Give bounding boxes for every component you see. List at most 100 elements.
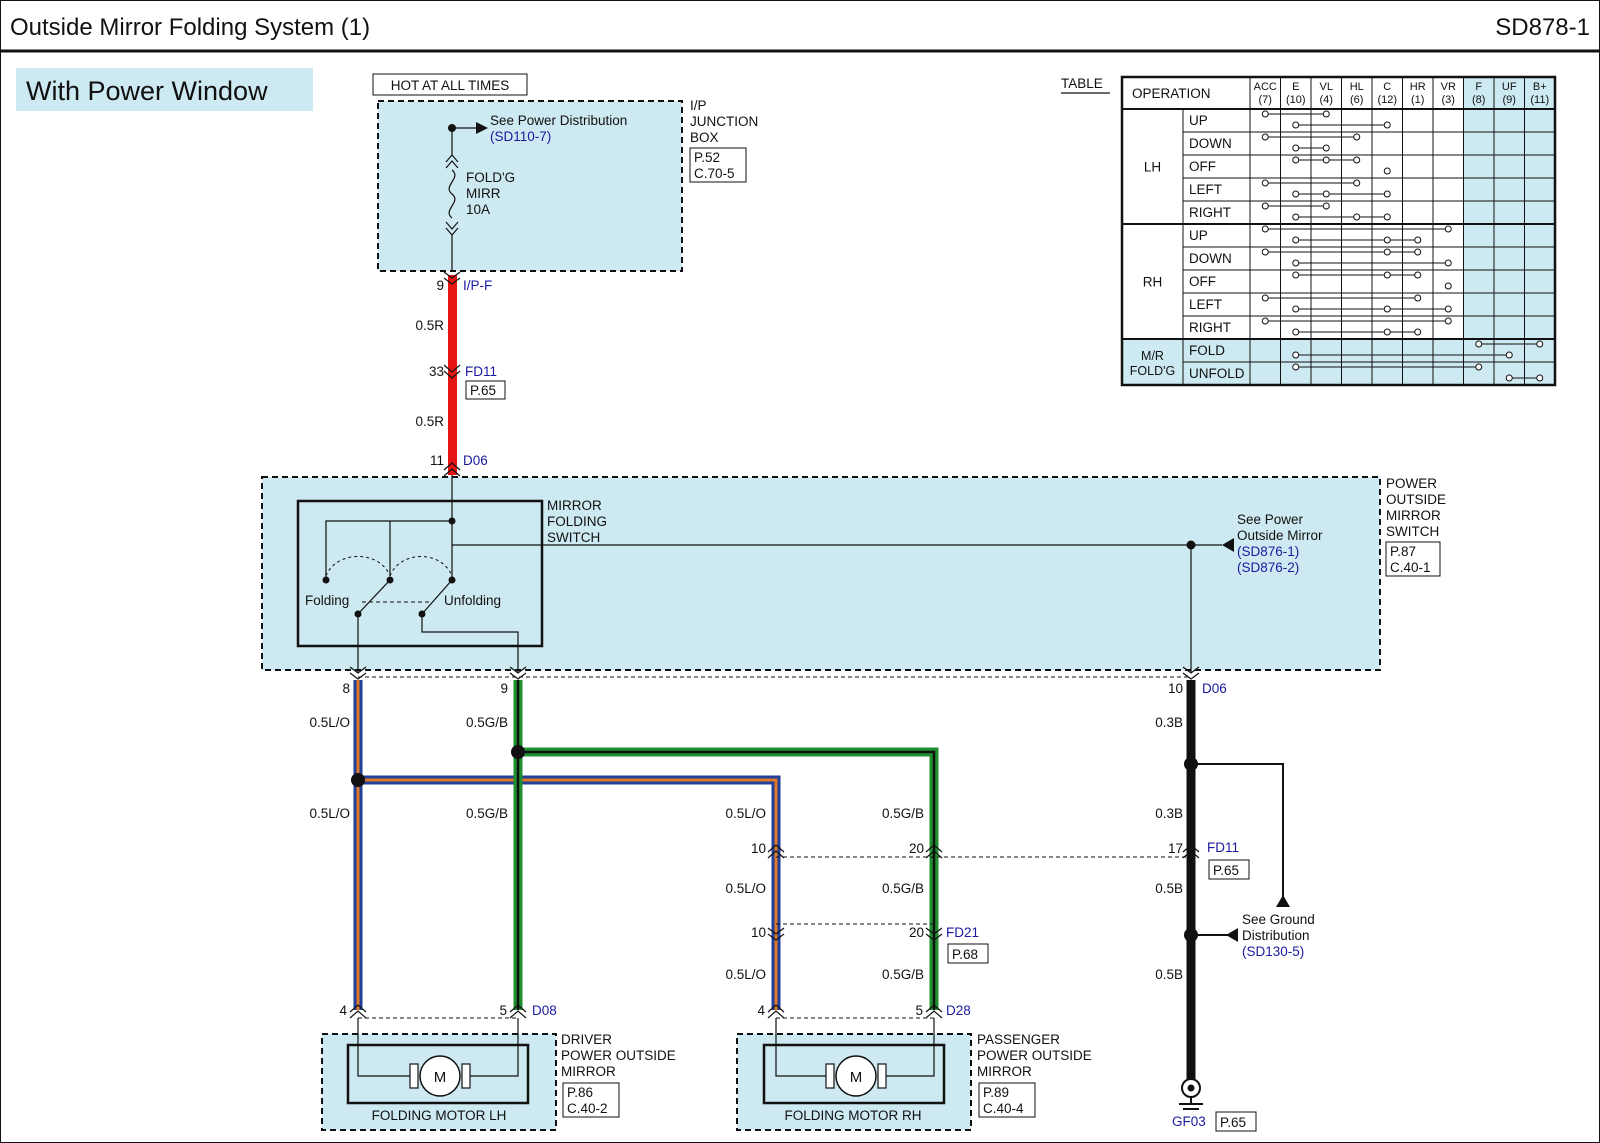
connection-node xyxy=(1353,156,1361,164)
group-name: LH xyxy=(1144,160,1161,175)
folding-position-label: Folding xyxy=(305,593,349,608)
ground-icon xyxy=(1179,1078,1203,1110)
table-row-label: OFF xyxy=(1189,274,1216,289)
column-pin: (7) xyxy=(1259,94,1272,106)
connection-node xyxy=(1414,248,1422,256)
connection-node xyxy=(1292,305,1300,313)
wire-spec: 0.5G/B xyxy=(882,806,924,821)
pin-label: 8 xyxy=(342,681,350,696)
connection-node xyxy=(1322,110,1330,118)
wire-spec: 0.5L/O xyxy=(725,881,766,896)
wire-05r xyxy=(448,275,457,475)
motor-symbol: M xyxy=(850,1069,863,1086)
fuse-icon xyxy=(448,169,456,219)
connection-node xyxy=(1261,294,1269,302)
connector-label: D08 xyxy=(532,1003,557,1018)
connection-node xyxy=(1292,271,1300,279)
connection-node xyxy=(1383,248,1391,256)
pin-label: 20 xyxy=(909,841,924,856)
connection-node xyxy=(1353,213,1361,221)
pin-label: 4 xyxy=(757,1003,765,1018)
connection-node xyxy=(1383,305,1391,313)
table-row-label: RIGHT xyxy=(1189,205,1231,220)
column-name: B+ xyxy=(1533,81,1547,93)
ground-distribution-ref: See Ground Distribution (SD130-5) xyxy=(1242,912,1319,959)
power-distribution-ref: See Power Distribution (SD110-7) xyxy=(490,113,631,144)
hot-label: HOT AT ALL TIMES xyxy=(391,78,510,93)
fuse-label: FOLD'G MIRR 10A xyxy=(466,170,519,217)
pin-label: 10 xyxy=(751,841,766,856)
pin-label: 9 xyxy=(500,681,508,696)
pom-switch-ref: P.87 C.40-1 xyxy=(1390,544,1431,575)
ip-box-name: I/P JUNCTION BOX xyxy=(690,98,762,145)
column-pin: (4) xyxy=(1320,94,1333,106)
connector-label: D28 xyxy=(946,1003,971,1018)
motor-label-lh: FOLDING MOTOR LH xyxy=(372,1108,507,1123)
connection-node xyxy=(1292,190,1300,198)
connection-node xyxy=(1292,328,1300,336)
connector-label: D06 xyxy=(1202,681,1227,696)
connection-node xyxy=(1536,340,1544,348)
connection-node xyxy=(1536,374,1544,382)
connection-node xyxy=(1383,328,1391,336)
column-pin: (11) xyxy=(1530,94,1549,106)
wire-spec: 0.5G/B xyxy=(466,715,508,730)
connection-node xyxy=(1261,317,1269,325)
wire-ground xyxy=(1184,680,1290,1080)
connector-label: FD11 xyxy=(1207,840,1239,855)
connection-node xyxy=(1292,363,1300,371)
wire-spec: 0.5R xyxy=(415,414,444,429)
column-name: VL xyxy=(1320,81,1333,93)
wire-spec: 0.5L/O xyxy=(725,967,766,982)
unfolding-position-label: Unfolding xyxy=(444,593,501,608)
connection-node xyxy=(1292,144,1300,152)
wire-spec: 0.5L/O xyxy=(309,806,350,821)
page-ref: P.68 xyxy=(952,947,978,962)
connection-node xyxy=(1505,351,1513,359)
connection-node xyxy=(1353,133,1361,141)
table-row-label: RIGHT xyxy=(1189,320,1231,335)
table-row-label: UP xyxy=(1189,228,1208,243)
wire-spec: 0.3B xyxy=(1155,806,1183,821)
connection-node xyxy=(1292,121,1300,129)
wire-spec: 0.5B xyxy=(1155,881,1183,896)
ground-label: GF03 xyxy=(1172,1114,1206,1129)
connector-label: FD11 xyxy=(465,364,497,379)
column-name: E xyxy=(1292,81,1299,93)
connection-node xyxy=(1383,190,1391,198)
group-name: M/R xyxy=(1141,349,1164,363)
wire-spec: 0.5B xyxy=(1155,967,1183,982)
column-pin: (12) xyxy=(1377,94,1397,106)
page-ref: P.65 xyxy=(470,383,496,398)
table-row-label: UNFOLD xyxy=(1189,366,1245,381)
ip-junction-box xyxy=(377,100,683,272)
connection-node xyxy=(1322,190,1330,198)
connector-label: FD21 xyxy=(946,925,979,940)
table-row-label: UP xyxy=(1189,113,1208,128)
table-row-label: FOLD xyxy=(1189,343,1225,358)
connector-label: D06 xyxy=(463,453,488,468)
connection-node xyxy=(1414,294,1422,302)
connection-node xyxy=(1261,202,1269,210)
connection-node xyxy=(1261,110,1269,118)
pin-label: 5 xyxy=(499,1003,507,1018)
column-name: HR xyxy=(1410,81,1426,93)
motor-symbol: M xyxy=(434,1069,447,1086)
group-name: FOLD'G xyxy=(1130,364,1175,378)
column-name: UF xyxy=(1502,81,1517,93)
column-pin: (8) xyxy=(1472,94,1485,106)
connection-node xyxy=(1353,179,1361,187)
connection-node xyxy=(1292,351,1300,359)
pin-label: 10 xyxy=(751,925,766,940)
connection-node xyxy=(1383,271,1391,279)
connection-node xyxy=(1292,156,1300,164)
driver-mirror-name: DRIVER POWER OUTSIDE MIRROR xyxy=(561,1032,680,1079)
motor-label-rh: FOLDING MOTOR RH xyxy=(784,1108,921,1123)
connection-node xyxy=(1475,363,1483,371)
table-row-label: DOWN xyxy=(1189,251,1232,266)
pin-label: 11 xyxy=(430,453,444,468)
connection-node xyxy=(1322,144,1330,152)
operation-header: OPERATION xyxy=(1132,86,1211,101)
